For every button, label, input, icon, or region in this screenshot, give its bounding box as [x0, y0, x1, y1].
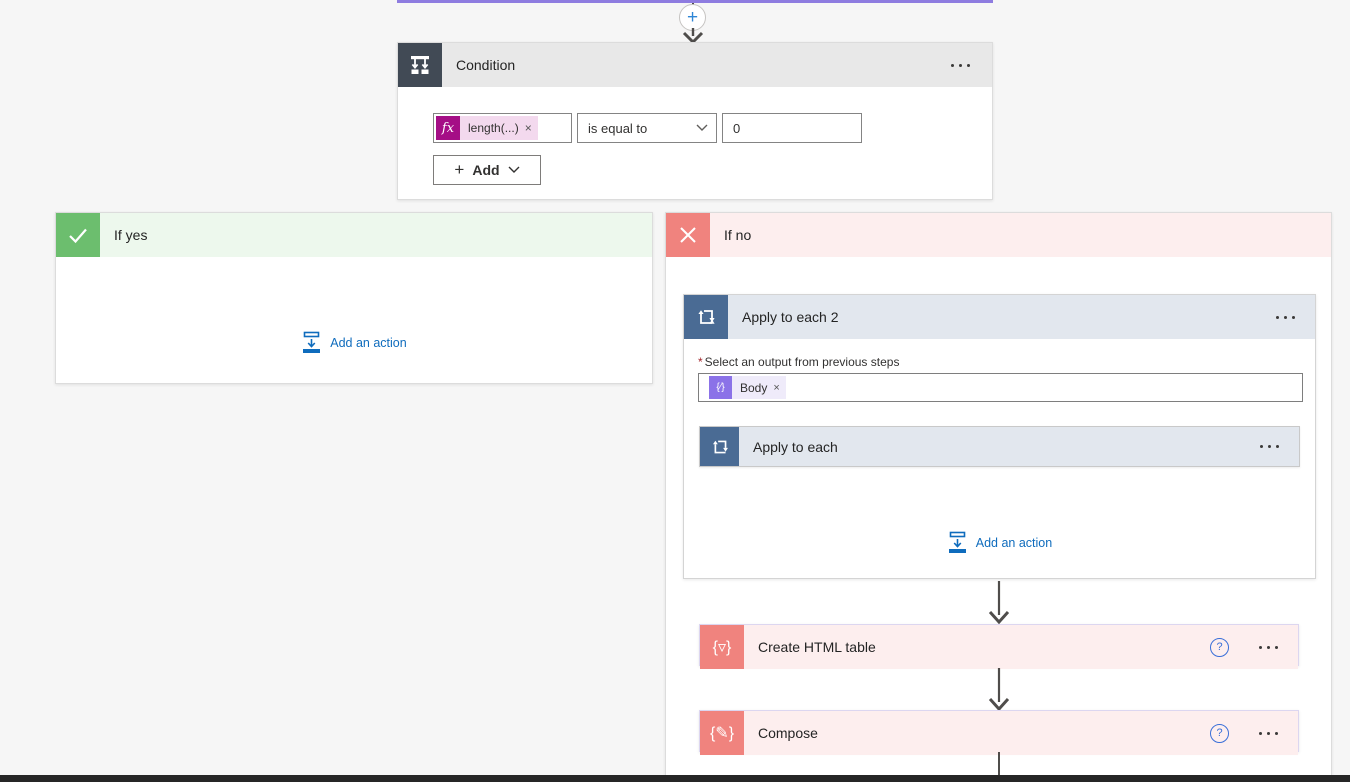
- create-html-table-icon: {▿}: [700, 625, 744, 669]
- check-icon: [56, 213, 100, 257]
- expression-token[interactable]: fx length(...) ×: [436, 116, 538, 140]
- add-an-action-label: Add an action: [330, 335, 407, 350]
- create-html-table-header[interactable]: {▿} Create HTML table ?: [700, 625, 1298, 669]
- apply-to-each-title: Apply to each: [753, 438, 838, 455]
- body-token-close-icon[interactable]: ×: [773, 381, 780, 394]
- chevron-down-icon: [508, 166, 520, 173]
- condition-icon: [398, 43, 442, 87]
- body-token-label: Body: [740, 380, 768, 395]
- compose-card: {✎} Compose ?: [699, 710, 1299, 755]
- select-output-label: *Select an output from previous steps: [698, 355, 900, 369]
- create-html-table-card: {▿} Create HTML table ?: [699, 624, 1299, 669]
- loop-icon: [700, 427, 739, 466]
- apply-to-each-menu-button[interactable]: [1254, 439, 1285, 454]
- apply-to-each-2-menu-button[interactable]: [1270, 310, 1301, 325]
- condition-add-button[interactable]: + Add: [433, 155, 541, 185]
- connector-arrow: [988, 581, 1010, 624]
- if-yes-header[interactable]: If yes: [56, 213, 652, 257]
- plus-icon: +: [686, 7, 699, 28]
- add-action-icon: [303, 331, 321, 353]
- fx-icon: fx: [436, 116, 460, 140]
- apply-to-each-2-card: Apply to each 2 *Select an output from p…: [683, 294, 1316, 579]
- apply-to-each-2-add-action: Add an action: [684, 531, 1315, 554]
- add-an-action-link[interactable]: Add an action: [947, 531, 1052, 554]
- if-no-branch: If no Apply to each 2 *Select an output …: [665, 212, 1332, 782]
- insert-step-button[interactable]: +: [679, 4, 706, 31]
- cross-icon: [666, 213, 710, 257]
- condition-value: 0: [733, 120, 741, 136]
- required-marker: *: [698, 355, 703, 369]
- if-no-header[interactable]: If no: [666, 213, 1331, 257]
- apply-to-each-card: Apply to each: [699, 426, 1300, 467]
- body-token[interactable]: {∕} Body ×: [709, 376, 786, 399]
- apply-to-each-2-header[interactable]: Apply to each 2: [684, 295, 1315, 339]
- condition-operand-field[interactable]: fx length(...) ×: [433, 113, 572, 143]
- expression-token-label: length(...): [468, 121, 519, 135]
- create-html-table-title: Create HTML table: [758, 639, 876, 655]
- condition-card: Condition fx length(...) × is equal to 0…: [397, 42, 993, 200]
- add-an-action-label: Add an action: [975, 535, 1053, 550]
- apply-to-each-header[interactable]: Apply to each: [700, 427, 1299, 466]
- if-yes-branch: If yes Add an action: [55, 212, 653, 384]
- compose-menu-button[interactable]: [1253, 726, 1284, 741]
- if-yes-title: If yes: [114, 227, 148, 243]
- apply-to-each-2-title: Apply to each 2: [742, 309, 839, 325]
- condition-menu-button[interactable]: [945, 58, 976, 73]
- add-an-action-link[interactable]: Add an action: [301, 331, 407, 354]
- previous-card-bottom-border: [397, 0, 993, 3]
- help-icon[interactable]: ?: [1210, 723, 1229, 743]
- compose-header[interactable]: {✎} Compose ?: [700, 711, 1298, 755]
- help-icon[interactable]: ?: [1210, 637, 1229, 657]
- add-button-label: Add: [472, 162, 500, 178]
- condition-value-input[interactable]: 0: [722, 113, 862, 143]
- expression-token-close-icon[interactable]: ×: [524, 121, 532, 135]
- if-yes-add-action: Add an action: [56, 331, 652, 354]
- condition-row: fx length(...) × is equal to 0: [433, 113, 862, 143]
- condition-operator-dropdown[interactable]: is equal to: [577, 113, 717, 143]
- if-no-title: If no: [724, 227, 752, 243]
- compose-title: Compose: [758, 725, 818, 741]
- plus-icon: +: [454, 159, 465, 179]
- chevron-down-icon: [696, 124, 708, 131]
- condition-title: Condition: [456, 57, 516, 73]
- loop-icon: [684, 295, 728, 339]
- connector-arrow: [988, 668, 1010, 711]
- select-output-input[interactable]: {∕} Body ×: [698, 373, 1303, 402]
- condition-card-header[interactable]: Condition: [398, 43, 992, 87]
- compose-icon: {✎}: [700, 711, 744, 755]
- bottom-edge-bar: [0, 775, 1350, 782]
- add-action-icon: [948, 531, 966, 553]
- connector-line: [998, 752, 1000, 782]
- dynamic-content-icon: {∕}: [709, 376, 732, 399]
- operator-value: is equal to: [588, 120, 648, 136]
- create-html-table-menu-button[interactable]: [1253, 640, 1284, 655]
